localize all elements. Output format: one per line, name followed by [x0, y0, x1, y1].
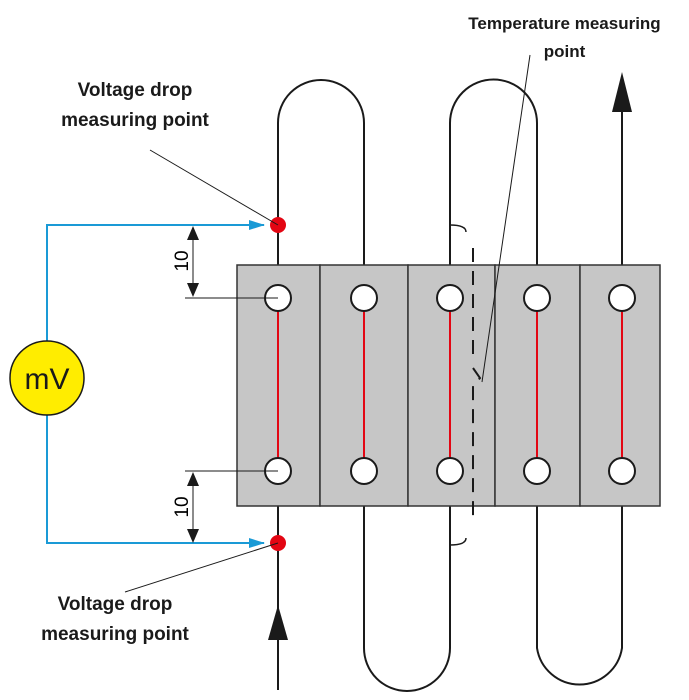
dimension-top-label: 10 — [172, 250, 193, 271]
screw-bottom — [436, 457, 464, 485]
label-line: Voltage drop — [77, 80, 193, 101]
screw-bottom — [350, 457, 378, 485]
leader-voltage-top — [149, 149, 279, 226]
sensor-bracket-bottom — [449, 537, 467, 546]
screw-top — [350, 284, 378, 312]
label-line: measuring point — [41, 624, 189, 645]
label-line: measuring point — [61, 110, 209, 131]
screw-bottom — [523, 457, 551, 485]
leader-temperature — [481, 54, 531, 383]
leader-voltage-bottom — [124, 542, 279, 593]
meter-lead-bottom — [46, 415, 265, 548]
millivoltmeter — [9, 340, 85, 416]
current-arrow-out — [612, 72, 632, 112]
label-line: Voltage drop — [57, 594, 173, 615]
screw-top — [523, 284, 551, 312]
meter-label: mV — [25, 363, 70, 396]
label-line: Temperature measuring — [468, 14, 661, 33]
label-line: point — [543, 42, 586, 61]
sensor-bracket-top — [449, 224, 467, 233]
screw-top — [608, 284, 636, 312]
label-voltage-bottom: Voltage drop measuring point — [0, 590, 230, 650]
current-arrow-in — [268, 605, 288, 640]
label-voltage-top: Voltage drop measuring point — [20, 76, 250, 136]
label-temperature: Temperature measuring point — [440, 10, 689, 66]
terminal-block-assembly — [236, 264, 661, 507]
screw-bottom — [608, 457, 636, 485]
dimension-bottom-label: 10 — [172, 496, 193, 517]
screw-top — [436, 284, 464, 312]
meter-lead-top — [46, 220, 265, 341]
temperature-sensor-line — [472, 248, 482, 520]
conductor — [277, 78, 623, 692]
